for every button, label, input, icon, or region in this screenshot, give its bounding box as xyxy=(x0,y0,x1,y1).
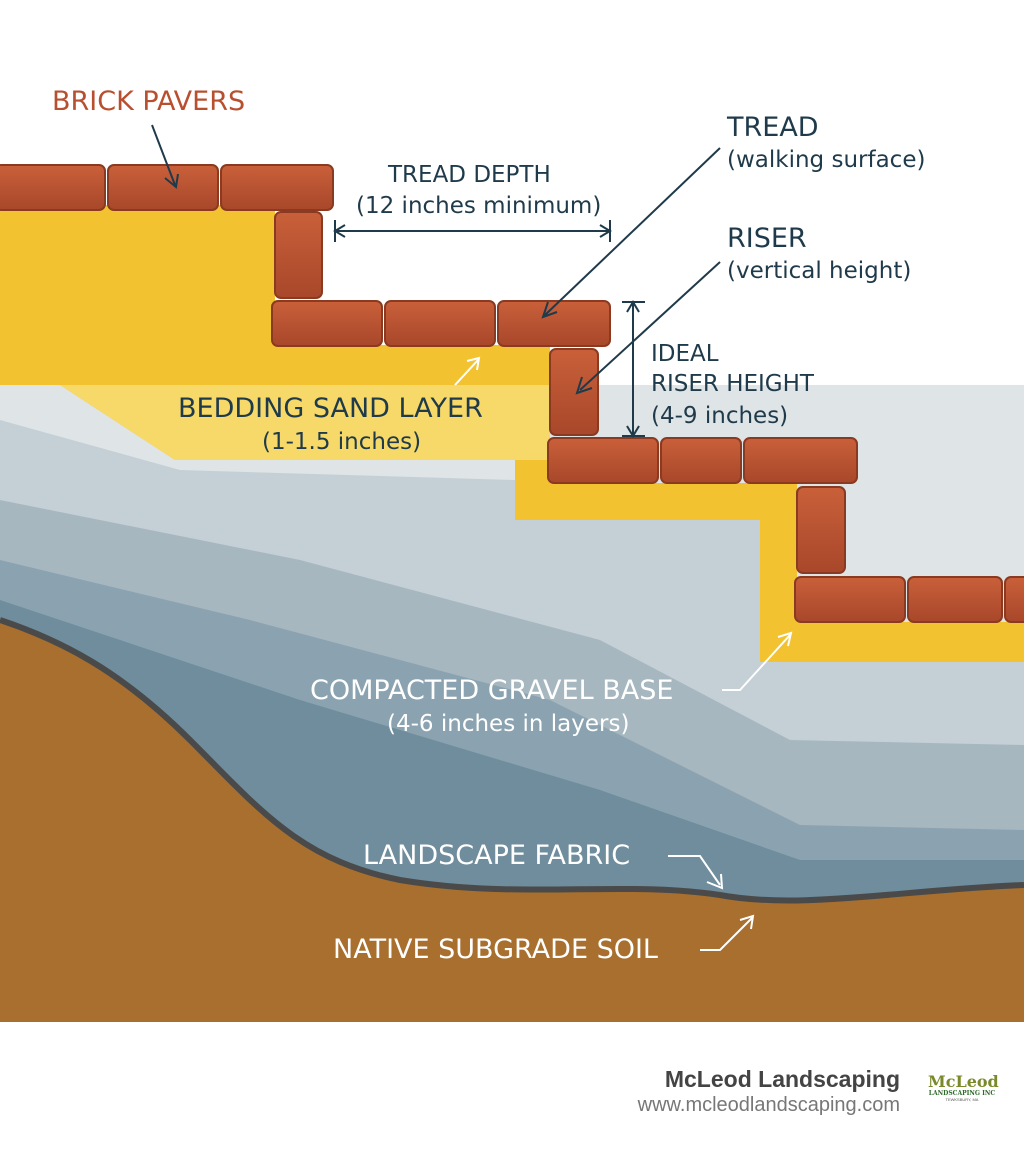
ideal-riser-label-1: IDEAL xyxy=(651,341,719,367)
landscape-fabric-line xyxy=(0,617,1024,904)
bedding-sand-label: BEDDING SAND LAYER xyxy=(178,393,483,424)
logo-text: McLeod xyxy=(928,1072,999,1091)
riser-label: RISER xyxy=(727,223,807,254)
riser-sub: (vertical height) xyxy=(727,258,912,284)
gravel-base-sub: (4-6 inches in layers) xyxy=(387,711,630,737)
brick-pavers xyxy=(0,164,1024,623)
ideal-riser-label-2: RISER HEIGHT xyxy=(651,371,814,397)
tread-depth-sub: (12 inches minimum) xyxy=(356,193,602,219)
gravel-base-label: COMPACTED GRAVEL BASE xyxy=(310,675,674,706)
tread-label: TREAD xyxy=(727,112,819,143)
native-subgrade-soil xyxy=(0,620,1024,1022)
brand-name: McLeod Landscaping xyxy=(664,1066,900,1092)
bedding-sand-sub: (1-1.5 inches) xyxy=(262,429,422,455)
logo-location: TEWKSBURY, MA xyxy=(945,1097,979,1102)
footer: McLeod Landscaping www.mcleodlandscaping… xyxy=(0,1022,1024,1154)
website-link[interactable]: www.mcleodlandscaping.com xyxy=(637,1094,900,1116)
white-pointer-arrows xyxy=(454,356,793,951)
paver-steps-cross-section xyxy=(0,124,1024,1022)
landscape-fabric-label: LANDSCAPE FABRIC xyxy=(363,840,631,871)
tread-sub: (walking surface) xyxy=(727,147,926,173)
native-soil-label: NATIVE SUBGRADE SOIL xyxy=(333,934,658,965)
company-logo: McLeod LANDSCAPING INC TEWKSBURY, MA xyxy=(928,1072,999,1103)
dimension-lines xyxy=(151,124,721,438)
ideal-riser-sub: (4-9 inches) xyxy=(651,403,789,429)
logo-subtext: LANDSCAPING INC xyxy=(928,1090,996,1097)
bedding-sand-highlight xyxy=(60,385,550,460)
brick-pavers-label: BRICK PAVERS xyxy=(52,86,246,117)
tread-depth-label: TREAD DEPTH xyxy=(388,162,551,188)
